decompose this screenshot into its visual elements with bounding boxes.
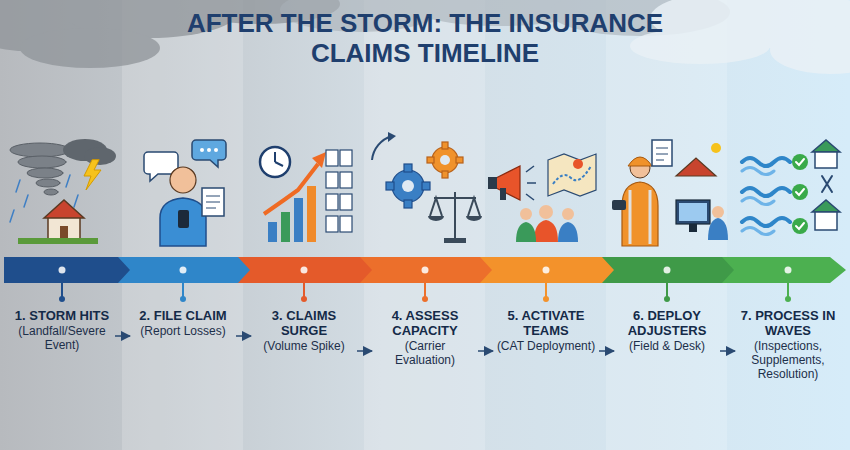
step-detail: (CAT Deployment) — [496, 339, 596, 353]
step-connector — [599, 350, 614, 352]
diagram-title: AFTER THE STORM: THE INSURANCE CLAIMS TI… — [185, 8, 665, 68]
step-heading: 6. DEPLOY ADJUSTERS — [617, 308, 717, 338]
step-connector — [115, 335, 130, 337]
surge-chart-icon — [260, 147, 352, 242]
storm-clouds — [0, 0, 850, 74]
waves-houses-icon — [742, 140, 840, 235]
step-heading: 5. ACTIVATE TEAMS — [496, 308, 596, 338]
step-detail: (Carrier Evaluation) — [375, 339, 475, 367]
step-connector — [720, 350, 735, 352]
step-box: 1. STORM HITS(Landfall/Severe Event) — [10, 306, 114, 356]
timeline-band — [4, 257, 846, 302]
step-heading: 3. CLAIMS SURGE — [254, 308, 354, 338]
step-detail: (Landfall/Severe Event) — [12, 324, 112, 352]
step-heading: 2. FILE CLAIM — [133, 308, 233, 323]
step-detail: (Field & Desk) — [617, 339, 717, 353]
step-heading: 7. PROCESS IN WAVES — [738, 308, 838, 338]
step-box: 4. ASSESS CAPACITY(Carrier Evaluation) — [373, 306, 477, 371]
storm-icon — [10, 139, 116, 244]
megaphone-team-icon — [488, 154, 596, 242]
step-connector — [236, 335, 251, 337]
step-connector — [478, 350, 493, 352]
step-heading: 4. ASSESS CAPACITY — [375, 308, 475, 338]
step-box: 2. FILE CLAIM(Report Losses) — [131, 306, 235, 342]
step-heading: 1. STORM HITS — [12, 308, 112, 323]
step-box: 6. DEPLOY ADJUSTERS(Field & Desk) — [615, 306, 719, 357]
step-detail: (Volume Spike) — [254, 339, 354, 353]
person-phone-icon — [144, 140, 226, 246]
step-box: 5. ACTIVATE TEAMS(CAT Deployment) — [494, 306, 598, 357]
gears-scale-icon — [372, 132, 482, 243]
step-detail: (Report Losses) — [133, 324, 233, 338]
step-detail: (Inspections, Supplements, Resolution) — [738, 339, 838, 381]
step-box: 7. PROCESS IN WAVES(Inspections, Supplem… — [736, 306, 840, 385]
column-stripes — [122, 0, 727, 450]
step-connector — [357, 350, 372, 352]
step-box: 3. CLAIMS SURGE(Volume Spike) — [252, 306, 356, 357]
adjusters-icon — [612, 140, 728, 246]
